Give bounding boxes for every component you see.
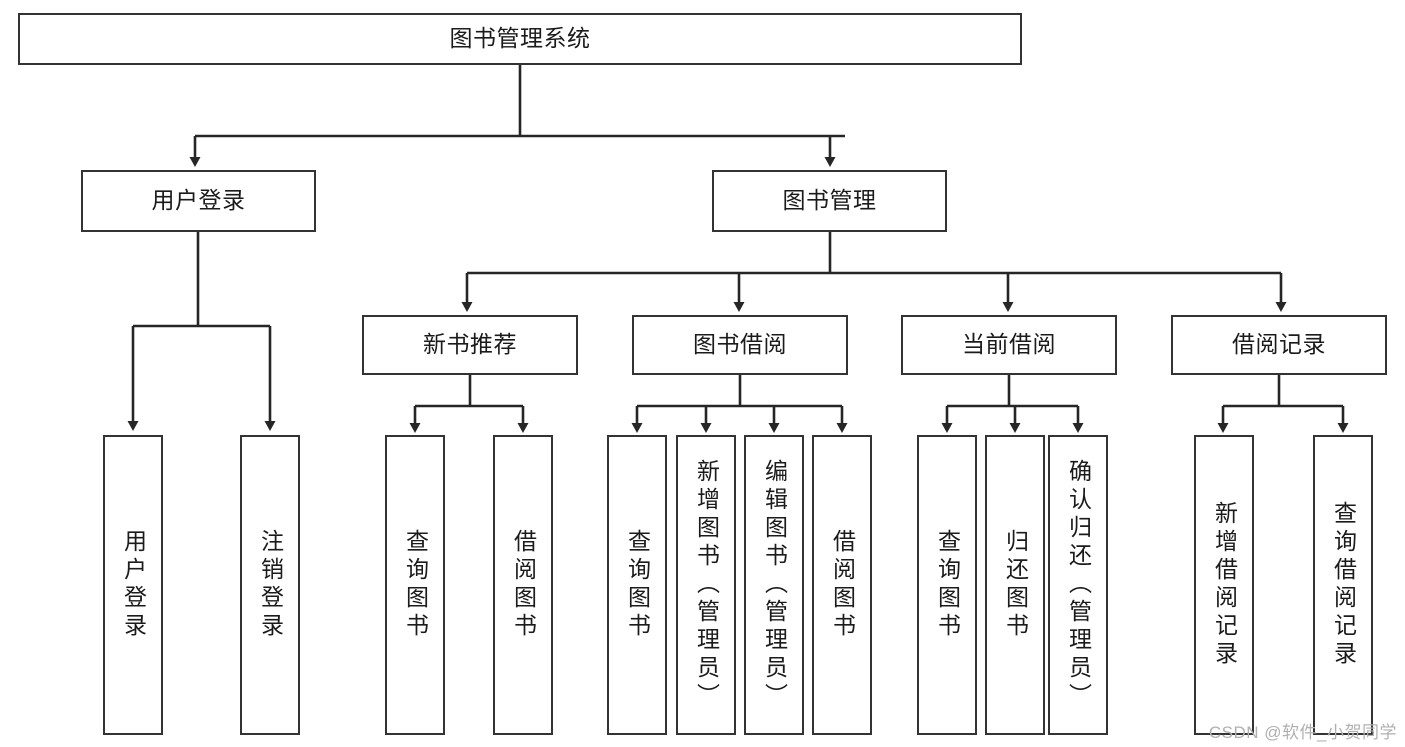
node-leaf-borrow-book-1[interactable]: 借阅图书 (493, 435, 553, 735)
node-leaf-user-login[interactable]: 用户登录 (103, 435, 163, 735)
node-leaf-add-borrow-record[interactable]: 新增借阅记录 (1194, 435, 1254, 735)
node-leaf-query-book-1[interactable]: 查询图书 (385, 435, 445, 735)
node-label: 新增图书（管理员） (693, 459, 720, 711)
node-label: 查询借阅记录 (1330, 501, 1357, 669)
node-book-management[interactable]: 图书管理 (712, 170, 947, 232)
node-leaf-return-book[interactable]: 归还图书 (985, 435, 1045, 735)
csdn-watermark: CSDN @软件_小贺同学 (1208, 723, 1397, 742)
node-label: 借阅图书 (510, 529, 537, 641)
node-label: 借阅图书 (829, 529, 856, 641)
node-label: 当前借阅 (962, 331, 1056, 358)
node-leaf-logout-login[interactable]: 注销登录 (240, 435, 300, 735)
node-label: 图书管理 (782, 187, 877, 214)
node-label: 图书借阅 (693, 331, 787, 358)
node-user-login[interactable]: 用户登录 (81, 170, 316, 232)
node-label: 查询图书 (624, 529, 651, 641)
node-label: 注销登录 (257, 529, 284, 641)
node-leaf-query-book-3[interactable]: 查询图书 (917, 435, 977, 735)
node-borrow-record[interactable]: 借阅记录 (1171, 315, 1387, 375)
node-label: 确认归还（管理员） (1065, 459, 1092, 711)
node-leaf-query-borrow-record[interactable]: 查询借阅记录 (1313, 435, 1373, 735)
node-label: 查询图书 (402, 529, 429, 641)
node-leaf-borrow-book-2[interactable]: 借阅图书 (812, 435, 872, 735)
node-new-book-recommend[interactable]: 新书推荐 (362, 315, 578, 375)
node-current-borrow[interactable]: 当前借阅 (901, 315, 1117, 375)
node-leaf-query-book-2[interactable]: 查询图书 (607, 435, 667, 735)
node-label: 图书管理系统 (449, 25, 591, 52)
node-label: 新书推荐 (423, 331, 517, 358)
node-leaf-edit-book-admin[interactable]: 编辑图书（管理员） (744, 435, 804, 735)
node-label: 查询图书 (934, 529, 961, 641)
node-label: 用户登录 (120, 529, 147, 641)
node-book-management-system[interactable]: 图书管理系统 (18, 13, 1022, 65)
node-label: 编辑图书（管理员） (761, 459, 788, 711)
node-label: 归还图书 (1002, 529, 1029, 641)
node-label: 借阅记录 (1232, 331, 1326, 358)
node-leaf-add-book-admin[interactable]: 新增图书（管理员） (676, 435, 736, 735)
node-leaf-confirm-return-admin[interactable]: 确认归还（管理员） (1048, 435, 1108, 735)
node-book-borrow[interactable]: 图书借阅 (632, 315, 848, 375)
node-label: 用户登录 (151, 187, 246, 214)
node-label: 新增借阅记录 (1211, 501, 1238, 669)
